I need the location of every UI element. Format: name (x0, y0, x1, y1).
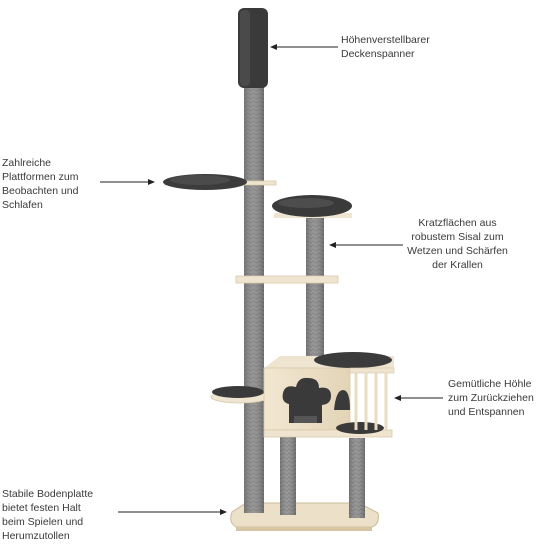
arrow-base (118, 509, 227, 515)
annotation-platforms: Zahlreiche Plattformen zum Beobachten un… (2, 157, 79, 211)
annotation-cave: Gemütliche Höhle zum Zurückziehen und En… (448, 378, 534, 418)
ceiling-tension-top (238, 8, 268, 88)
high-right-platform (272, 195, 352, 218)
annotation-sisal-scratching: Kratzflächen aus robustem Sisal zum Wetz… (407, 217, 508, 271)
upper-left-platform (163, 174, 277, 190)
base-plate (230, 502, 379, 531)
cat-cave (263, 352, 395, 438)
middle-shelf (235, 275, 339, 284)
main-sisal-post (244, 85, 264, 513)
small-left-platform (210, 386, 270, 404)
arrow-sisal (329, 242, 403, 248)
arrow-cave (394, 395, 443, 401)
lower-sisal-posts (280, 435, 365, 518)
annotation-ceiling-tension: Höhenverstellbarer Deckenspanner (341, 34, 430, 60)
arrow-ceiling (270, 44, 338, 50)
arrow-platforms (100, 179, 155, 185)
annotation-arrows (100, 44, 443, 515)
second-sisal-post (306, 212, 324, 360)
annotation-base-plate: Stabile Bodenplatte bietet festen Halt b… (2, 488, 94, 542)
